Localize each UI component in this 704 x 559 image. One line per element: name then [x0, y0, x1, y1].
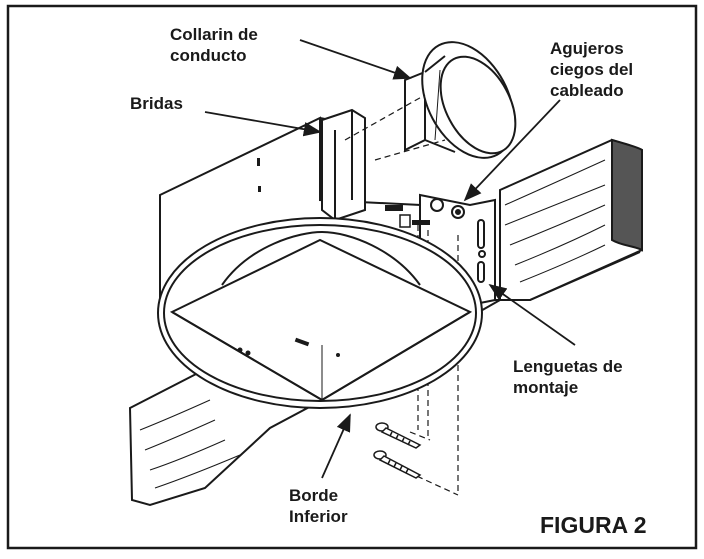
grille-marks: [237, 337, 340, 357]
leader-lines: [204, 39, 576, 479]
duct-collar: [421, 41, 517, 159]
screw-lower: [373, 450, 422, 479]
label-wiring-knockouts: Agujeros ciegos del cableado: [550, 39, 634, 100]
grille: [157, 217, 483, 409]
screw-upper: [375, 422, 422, 449]
label-duct-collar: Collarin de conducto: [170, 25, 258, 65]
figure-title: FIGURA 2: [540, 512, 647, 538]
label-flanges: Bridas: [130, 94, 183, 113]
flange-bracket: [321, 108, 366, 222]
housing-marks: [257, 146, 323, 192]
label-mounting-tabs: Lenguetas de montaje: [513, 357, 623, 397]
label-bottom-edge: Borde Inferior: [289, 486, 348, 526]
